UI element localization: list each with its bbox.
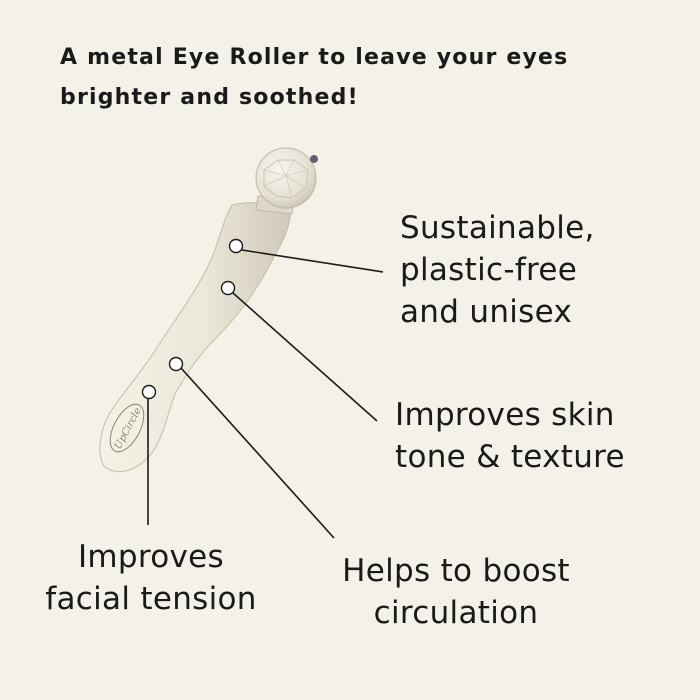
callout-line-circulation	[180, 367, 335, 539]
callout-circulation: Helps to boost circulation	[332, 550, 580, 634]
callout-dot-facial	[141, 384, 157, 400]
roller-ball	[255, 147, 318, 209]
callout-skin-line-2: tone & texture	[395, 439, 625, 475]
callout-facial-line-2: facial tension	[45, 581, 257, 617]
callout-skin: Improves skin tone & texture	[395, 394, 625, 478]
callout-line-skin	[232, 292, 378, 422]
callout-skin-line-1: Improves skin	[395, 397, 615, 433]
callout-line-sustainable	[241, 249, 384, 273]
callout-sustainable-line-1: Sustainable,	[400, 210, 595, 246]
headline-line-2: brighter and soothed!	[60, 85, 359, 110]
callout-dot-circulation	[168, 356, 184, 372]
callout-circulation-line-1: Helps to boost	[342, 553, 570, 589]
callout-sustainable-line-3: and unisex	[400, 294, 573, 330]
callout-sustainable: Sustainable, plastic-free and unisex	[400, 207, 595, 333]
callout-facial-line-1: Improves	[77, 539, 225, 575]
callout-dot-skin	[220, 280, 236, 296]
headline: A metal Eye Roller to leave your eyes br…	[60, 38, 660, 118]
callout-sustainable-line-2: plastic-free	[400, 252, 578, 288]
callout-facial: Improves facial tension	[40, 536, 262, 620]
callout-circulation-line-2: circulation	[373, 595, 539, 631]
headline-line-1: A metal Eye Roller to leave your eyes	[60, 45, 569, 70]
callout-dot-sustainable	[228, 238, 244, 254]
